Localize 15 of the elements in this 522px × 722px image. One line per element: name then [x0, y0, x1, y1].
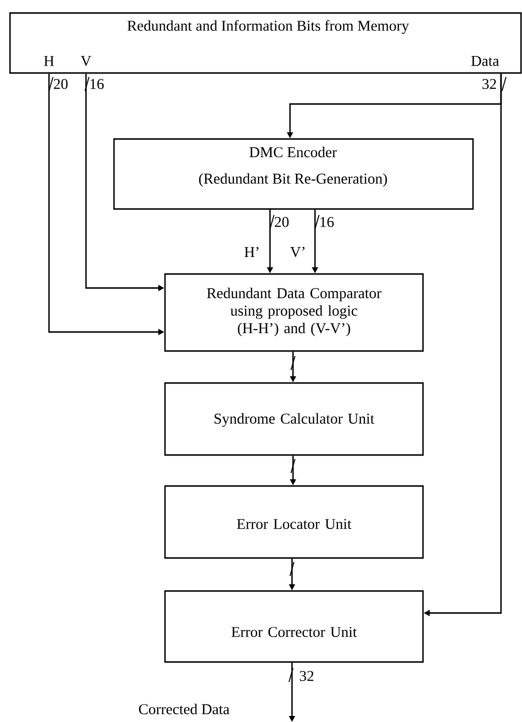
- bus-width-label: 32: [300, 670, 314, 682]
- bus-width-label: 32: [482, 78, 496, 90]
- bus-width-label: 16: [320, 216, 334, 228]
- bus-width-label: 20: [54, 78, 68, 90]
- signal-label: H’: [244, 247, 258, 257]
- block-box: Redundant and Information Bits from Memory H V Data: [9, 12, 522, 74]
- block-box: Error Corrector Unit: [164, 590, 424, 663]
- block-box: Redundant Data Comparator using proposed logic (H-H’) and (V-V’): [164, 273, 424, 352]
- output-label: Corrected Data: [139, 704, 230, 714]
- signal-label: V’: [290, 246, 304, 258]
- bus-width-label: 16: [90, 78, 104, 90]
- block-box: DMC Encoder (Redundant Bit Re-Generation): [113, 138, 474, 210]
- block-box: Syndrome Calculator Unit: [164, 382, 424, 456]
- bus-width-label: 20: [274, 216, 289, 228]
- block-box: Error Locator Unit: [164, 485, 424, 559]
